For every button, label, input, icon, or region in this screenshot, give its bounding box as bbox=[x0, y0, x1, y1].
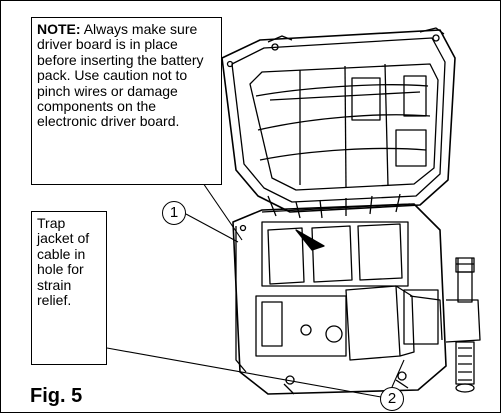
note-text: Always make sure driver board is in plac… bbox=[37, 21, 204, 130]
open-lid bbox=[221, 27, 456, 213]
note-box: NOTE: Always make sure driver board is i… bbox=[31, 17, 222, 185]
base-enclosure bbox=[232, 203, 447, 395]
callout-1: 1 bbox=[162, 201, 186, 225]
figure-label: Fig. 5 bbox=[30, 385, 83, 407]
cable-fitting bbox=[445, 257, 481, 393]
note-heading: NOTE: bbox=[37, 21, 81, 37]
trap-jacket-label: Trap jacket of cable in hole for strain … bbox=[31, 211, 107, 365]
callout-2: 2 bbox=[380, 387, 404, 411]
leader-lines bbox=[106, 182, 405, 398]
